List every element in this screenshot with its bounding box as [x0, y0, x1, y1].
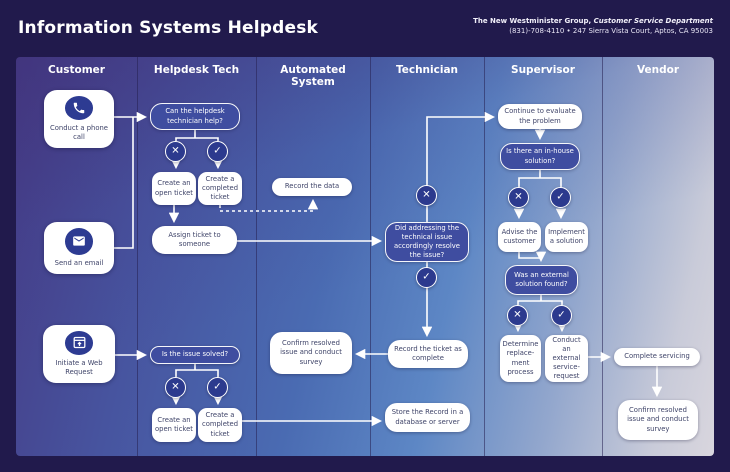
lane-divider [137, 57, 138, 456]
lane-divider [484, 57, 485, 456]
connector-lines [114, 111, 663, 427]
node-question-helpdesk-help: Can the helpdesk technician help? [150, 103, 240, 130]
node-label: Send an email [54, 258, 104, 267]
check-glyph: ✓ [213, 381, 222, 393]
lane-header-automated-system: Automated System [280, 64, 346, 89]
phone-icon [65, 96, 93, 120]
node-question-external-solution: Was an external solution found? [505, 265, 578, 295]
node-question-issue-resolved: Did addressing the technical issue accor… [385, 222, 469, 262]
page-title: Information Systems Helpdesk [18, 18, 319, 38]
web-request-icon [65, 331, 93, 355]
node-label: Conduct a phone call [50, 123, 108, 141]
email-icon [65, 228, 93, 255]
node-confirm-survey-automated: Confirm resolved issue and conduct surve… [270, 332, 352, 374]
no-icon: ✕ [507, 305, 528, 326]
node-determine-replacement: Determine replace- ment process [500, 335, 541, 382]
lane-divider [256, 57, 257, 456]
node-continue-evaluate: Continue to evaluate the problem [498, 104, 582, 129]
check-glyph: ✓ [213, 145, 222, 157]
node-initiate-web-request: Initiate a Web Request [43, 325, 115, 383]
node-advise-customer: Advise the customer [498, 222, 541, 252]
node-confirm-survey-vendor: Confirm resolved issue and conduct surve… [618, 400, 698, 440]
node-create-completed-ticket-2: Create a completed ticket [198, 408, 242, 442]
no-icon: ✕ [508, 187, 529, 208]
node-conduct-phone-call: Conduct a phone call [44, 90, 114, 148]
node-record-ticket-complete: Record the ticket as complete [388, 340, 468, 368]
lane-header-technician: Technician [395, 64, 459, 76]
node-question-inhouse-solution: Is there an in-house solution? [500, 143, 580, 170]
x-glyph: ✕ [513, 309, 522, 321]
company-name-bold: The New Westminister Group, [473, 17, 592, 25]
yes-icon: ✓ [551, 305, 572, 326]
x-glyph: ✕ [422, 189, 431, 201]
check-glyph: ✓ [557, 309, 566, 321]
lane-header-helpdesk-tech: Helpdesk Tech [153, 64, 240, 76]
node-create-open-ticket: Create an open ticket [152, 172, 196, 205]
flowchart-board: Customer Helpdesk Tech Automated System … [16, 57, 714, 456]
node-create-open-ticket-2: Create an open ticket [152, 408, 196, 442]
yes-icon: ✓ [550, 187, 571, 208]
lane-divider [370, 57, 371, 456]
x-glyph: ✕ [171, 381, 180, 393]
node-conduct-external-service: Conduct an external service- request [545, 335, 588, 382]
company-contact: (831)-708-4110 • 247 Sierra Vista Court,… [509, 27, 713, 35]
node-send-email: Send an email [44, 222, 114, 274]
lane-header-vendor: Vendor [636, 64, 680, 76]
check-glyph: ✓ [422, 271, 431, 283]
company-info: The New Westminister Group, Customer Ser… [473, 17, 713, 35]
no-icon: ✕ [165, 377, 186, 398]
node-record-data: Record the data [272, 178, 352, 196]
node-complete-servicing: Complete servicing [614, 348, 700, 366]
x-glyph: ✕ [514, 191, 523, 203]
node-create-completed-ticket: Create a completed ticket [198, 172, 242, 205]
page-header: Information Systems Helpdesk The New Wes… [0, 0, 730, 57]
lane-header-supervisor: Supervisor [511, 64, 575, 76]
yes-icon: ✓ [207, 377, 228, 398]
no-icon: ✕ [165, 141, 186, 162]
company-name: The New Westminister Group, Customer Ser… [473, 17, 713, 25]
check-glyph: ✓ [556, 191, 565, 203]
no-icon: ✕ [416, 185, 437, 206]
yes-icon: ✓ [207, 141, 228, 162]
yes-icon: ✓ [416, 267, 437, 288]
node-label: Initiate a Web Request [55, 358, 103, 376]
lane-divider [602, 57, 603, 456]
x-glyph: ✕ [171, 145, 180, 157]
node-assign-ticket: Assign ticket to someone [152, 226, 237, 254]
company-department: Customer Service Department [593, 17, 713, 25]
node-implement-solution: Implement a solution [545, 222, 588, 252]
lane-header-customer: Customer [48, 64, 105, 76]
node-store-record: Store the Record in a database or server [385, 403, 470, 432]
node-question-issue-solved: Is the issue solved? [150, 346, 240, 364]
